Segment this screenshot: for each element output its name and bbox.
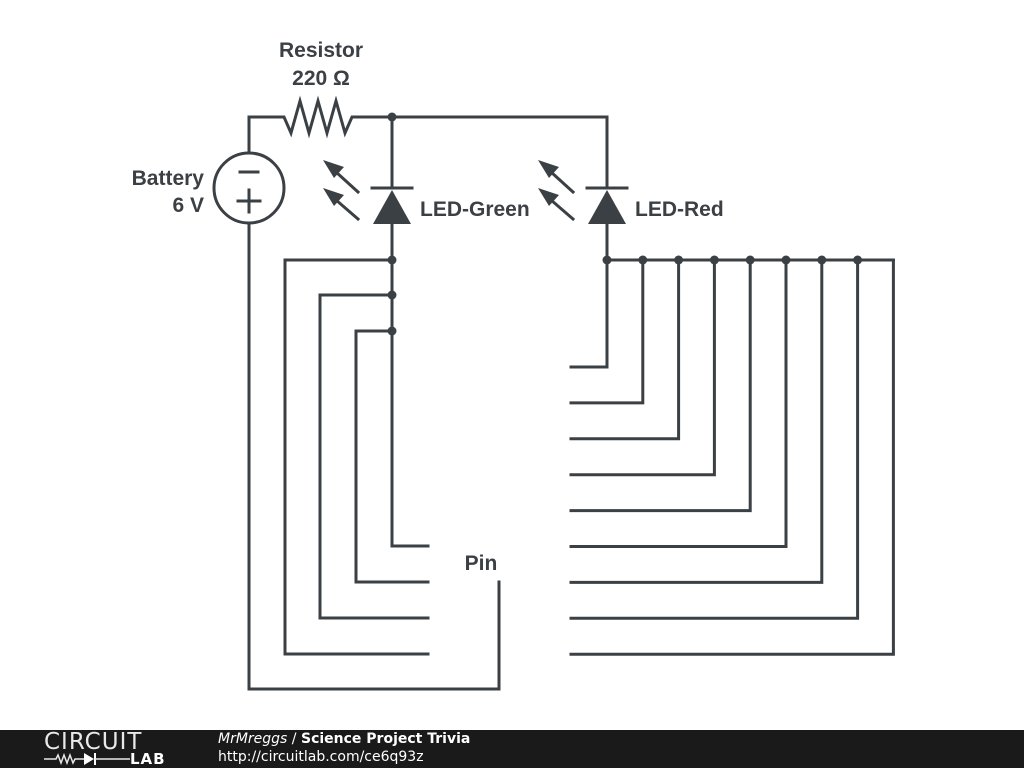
project-title[interactable]: Science Project Trivia — [300, 731, 471, 747]
wire-red-term-4 — [569, 258, 716, 477]
circuitlab-logo[interactable]: CIRCUIT LAB — [44, 729, 174, 768]
author-link[interactable]: MrMreggs — [218, 731, 288, 747]
battery-label: Battery — [132, 167, 205, 190]
wire-red-term-9 — [569, 258, 895, 656]
led-red[interactable] — [538, 160, 629, 224]
wire-battery-pin — [247, 221, 501, 691]
wire-red-term-3 — [569, 258, 681, 441]
project-url[interactable]: http://circuitlab.com/ce6q93z — [218, 749, 424, 765]
wire-green-term-4 — [283, 258, 430, 656]
junction-dot — [674, 255, 684, 265]
red-led-bus — [569, 222, 895, 656]
logo-circuit-icon — [44, 752, 130, 766]
junction-dot — [602, 255, 612, 265]
junction-dot — [638, 255, 648, 265]
junction-dot — [817, 255, 827, 265]
light-arrow-icon — [333, 197, 361, 222]
resistor-value: 220 Ω — [292, 67, 350, 90]
logo-text-circuit: CIRCUIT — [44, 729, 143, 755]
wire-battery-resistor — [247, 115, 282, 155]
resistor[interactable] — [278, 95, 364, 139]
led-triangle-icon — [373, 190, 411, 224]
arrowhead-icon — [323, 160, 344, 178]
footer-title: MrMreggs / Science Project Trivia — [218, 731, 470, 747]
junction-dot — [387, 326, 397, 336]
battery[interactable] — [212, 151, 286, 225]
led-green-label: LED-Green — [420, 198, 530, 221]
light-arrow-icon — [333, 169, 361, 195]
wire-red-term-8 — [569, 258, 860, 620]
junction-dot — [709, 255, 719, 265]
wire-green-term-3 — [318, 293, 430, 620]
junction-dot — [745, 255, 755, 265]
led-red-label: LED-Red — [635, 198, 724, 221]
wire-red-term-1 — [569, 258, 609, 369]
junction-dot — [781, 255, 791, 265]
resistor-label: Resistor — [279, 39, 363, 62]
arrowhead-icon — [538, 188, 559, 206]
wire-red-term-6 — [569, 258, 788, 548]
led-green[interactable] — [323, 160, 414, 224]
wire-green-term-2 — [354, 329, 430, 584]
logo-text-lab: LAB — [130, 750, 166, 768]
junction-dot — [387, 255, 397, 265]
wire-top-rail — [360, 115, 609, 190]
led-triangle-icon — [588, 190, 626, 224]
title-separator: / — [287, 731, 301, 747]
arrowhead-icon — [538, 160, 559, 178]
wire-red-term-7 — [569, 258, 824, 584]
footer-bar: CIRCUIT LAB MrMreggs / Science Project T… — [0, 729, 1024, 768]
circuit-schematic: Battery 6 V Resistor 220 Ω LED-Green LED… — [132, 39, 895, 691]
junction-dot — [387, 290, 397, 300]
light-arrow-icon — [548, 169, 576, 195]
battery-value: 6 V — [172, 194, 204, 217]
junction-dot — [853, 255, 863, 265]
wire-red-term-2 — [569, 258, 645, 405]
light-arrow-icon — [548, 197, 576, 222]
junction-dot — [387, 112, 397, 122]
wire-red-term-5 — [569, 258, 752, 513]
arrowhead-icon — [323, 188, 344, 206]
pin-label: Pin — [465, 552, 498, 575]
